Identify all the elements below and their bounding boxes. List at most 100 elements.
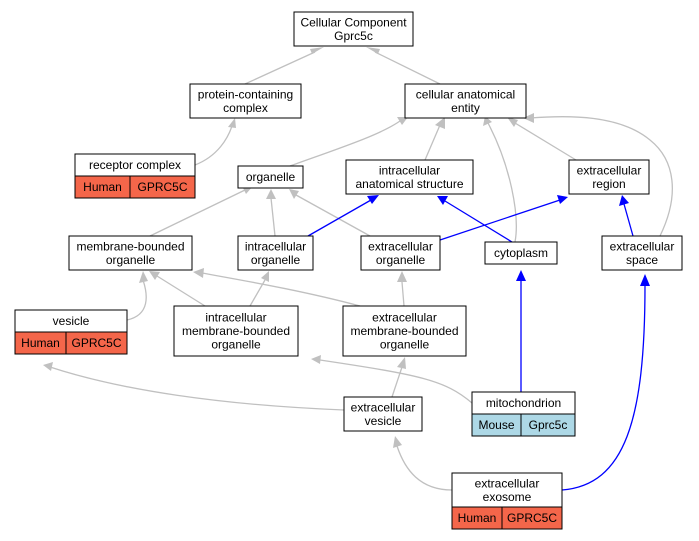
node-box-protein-containing-complex <box>189 83 302 119</box>
node-label-line: organelle <box>251 253 301 267</box>
gene-label: GPRC5C <box>507 511 557 525</box>
edge-intracellular-organelle-to-organelle-arrowhead <box>266 189 276 199</box>
edge-extracellular-vesicle-to-extracellular-mbo <box>391 366 403 398</box>
edge-extracellular-mbo-to-membrane-organelle <box>201 272 361 307</box>
edge-extracellular-vesicle-to-vesicle <box>49 366 345 411</box>
edge-extracellular-region-to-anatomical-entity-arrowhead <box>507 117 518 127</box>
node-label-line: cytoplasm <box>494 246 548 260</box>
node-cytoplasm[interactable]: cytoplasm <box>484 241 558 265</box>
edge-intracellular-organelle-partof-intracellular-structure <box>307 199 372 237</box>
node-label-line: exosome <box>483 490 532 504</box>
node-label-line: extracellular <box>351 400 416 414</box>
edge-receptor-complex-to-protein-complex <box>194 125 233 166</box>
node-label-line: mitochondrion <box>486 396 561 410</box>
node-box-intracellular-anatomical-structure <box>345 159 474 195</box>
edge-anatomical-entity-to-root-arrowhead <box>366 47 380 54</box>
node-label-line: organelle <box>211 338 261 352</box>
edge-exosome-partof-extracellular-space-arrowhead <box>640 274 650 286</box>
edge-mitochondrion-to-intracellular-mbo <box>319 359 473 404</box>
node-label-line: extracellular <box>372 311 437 325</box>
gene-label: Gprc5c <box>529 418 568 432</box>
edge-exosome-to-extracellular-vesicle-arrowhead <box>393 436 402 448</box>
edge-mitochondrion-partof-cytoplasm-arrowhead <box>516 270 526 281</box>
edge-extracellular-organelle-partof-extracellular-region <box>439 199 561 241</box>
edge-vesicle-to-membrane-organelle-arrowhead <box>139 271 148 283</box>
edge-vesicle-to-membrane-organelle <box>126 279 147 321</box>
edge-extracellular-space-to-anatomical-entity <box>529 116 673 237</box>
node-label-line: entity <box>451 101 480 115</box>
edge-intracellular-mbo-to-membrane-organelle <box>156 275 206 307</box>
node-label-line: vesicle <box>365 414 402 428</box>
gene-label: GPRC5C <box>71 336 121 350</box>
edge-receptor-complex-to-protein-complex-arrowhead <box>228 118 236 128</box>
node-label-line: protein-containing <box>198 87 293 101</box>
species-label: Human <box>83 180 122 194</box>
edge-extracellular-mbo-to-extracellular-organelle <box>401 281 405 307</box>
node-box-extracellular-exosome <box>451 472 563 508</box>
node-label-line: receptor complex <box>89 158 181 172</box>
gene-cell <box>129 175 196 199</box>
edge-intracellular-organelle-to-organelle <box>270 197 276 237</box>
edge-protein-complex-to-root-arrowhead <box>310 47 324 54</box>
node-organelle[interactable]: organelle <box>237 165 304 189</box>
edge-intracellular-structure-to-anatomical-entity-arrowhead <box>435 117 445 129</box>
edge-extracellular-organelle-partof-extracellular-region-arrowhead <box>557 195 568 204</box>
node-label-line: Cellular Component <box>300 15 407 29</box>
node-label-line: region <box>592 177 625 191</box>
node-label-line: cellular anatomical <box>416 87 515 101</box>
edge-organelle-to-anatomical-entity-arrowhead <box>397 117 408 125</box>
edge-protein-complex-to-root <box>244 51 316 85</box>
node-box-cellular-anatomical-entity <box>404 83 527 119</box>
gene-cell <box>65 331 128 355</box>
node-label-line: extracellular <box>577 163 642 177</box>
edge-extracellular-mbo-to-membrane-organelle-arrowhead <box>193 268 204 278</box>
node-label-line: membrane-bounded <box>350 324 458 338</box>
edge-extracellular-vesicle-to-extracellular-mbo-arrowhead <box>397 357 406 369</box>
node-label-line: anatomical structure <box>355 177 463 191</box>
edge-intracellular-mbo-to-membrane-organelle-arrowhead <box>149 271 160 280</box>
node-label-line: complex <box>223 101 268 115</box>
node-box-intracellular-membrane-bounded-organelle <box>173 305 299 357</box>
edge-extracellular-space-partof-extracellular-region <box>623 203 634 237</box>
edge-exosome-partof-extracellular-space <box>561 284 646 491</box>
node-label-line: membrane-bounded <box>182 324 290 338</box>
node-box-cytoplasm <box>484 241 558 265</box>
node-label-line: extracellular <box>610 239 675 253</box>
node-label-line: space <box>626 253 658 267</box>
edge-cytoplasm-partof-intracellular-structure <box>444 200 513 243</box>
node-label-line: extracellular <box>368 239 433 253</box>
edge-extracellular-region-to-anatomical-entity <box>514 122 577 161</box>
edge-organelle-to-anatomical-entity <box>289 120 401 167</box>
edge-mitochondrion-to-intracellular-mbo-arrowhead <box>311 355 321 364</box>
node-label-line: intracellular <box>245 239 306 253</box>
edge-extracellular-space-partof-extracellular-region-arrowhead <box>619 195 629 206</box>
nodes-layer: Cellular ComponentGprc5cprotein-containi… <box>14 11 683 530</box>
edge-membrane-organelle-to-organelle <box>149 189 246 237</box>
node-label-line: organelle <box>106 253 156 267</box>
gene-cell <box>520 413 576 437</box>
node-box-extracellular-organelle <box>360 235 441 271</box>
species-label: Mouse <box>478 418 514 432</box>
node-label-line: organelle <box>380 338 430 352</box>
edges-layer <box>49 51 673 491</box>
node-label-line: intracellular <box>205 311 266 325</box>
node-label-line: organelle <box>246 170 296 184</box>
edge-extracellular-organelle-to-organelle-arrowhead <box>289 189 299 199</box>
